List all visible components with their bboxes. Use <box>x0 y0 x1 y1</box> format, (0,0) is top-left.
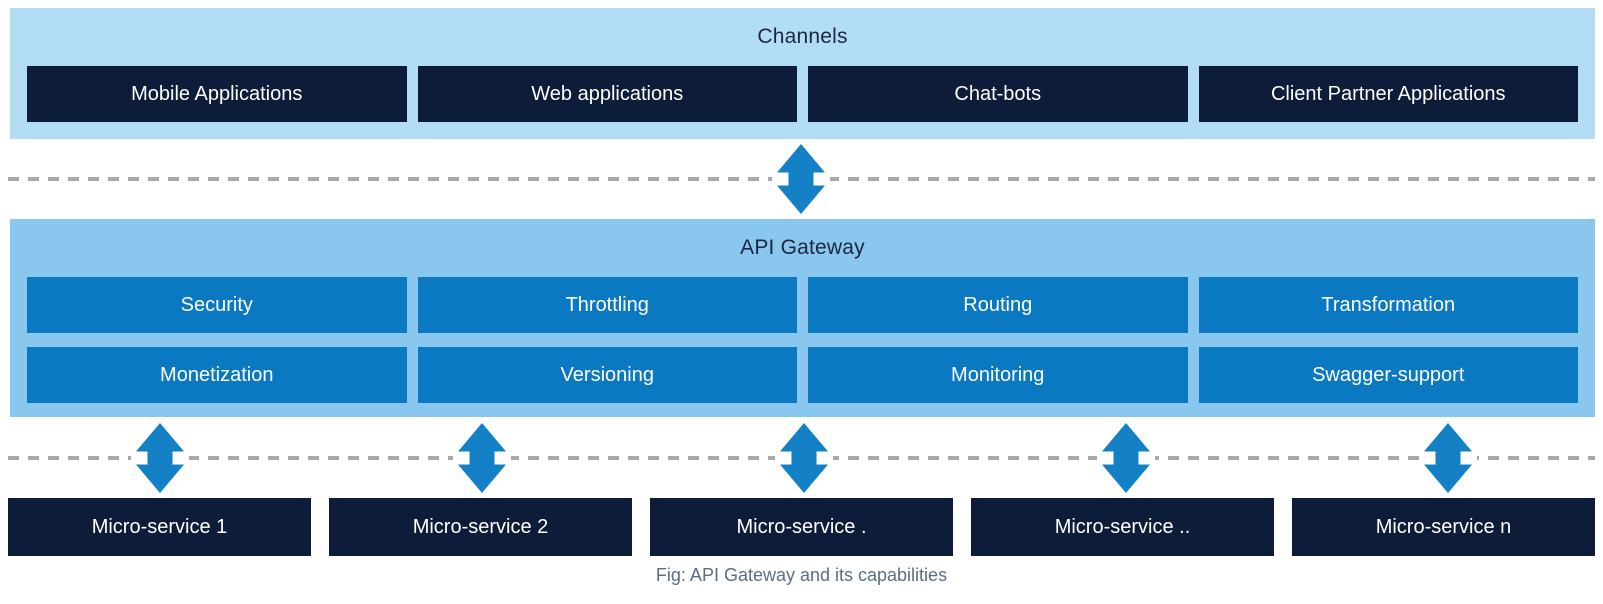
capability-box-swagger-support: Swagger-support <box>1198 347 1578 403</box>
capability-box-routing: Routing <box>808 277 1188 333</box>
up-down-arrow-icon <box>775 423 833 493</box>
channel-box-chat-bots: Chat-bots <box>808 66 1188 122</box>
api-gateway-panel: API Gateway Security Throttling Routing … <box>10 219 1595 417</box>
microservice-box-n: Micro-service n <box>1292 498 1595 556</box>
capability-box-versioning: Versioning <box>417 347 797 403</box>
channels-title: Channels <box>757 25 848 48</box>
channels-panel: Channels Mobile Applications Web applica… <box>10 8 1595 139</box>
microservice-box-2: Micro-service 2 <box>329 498 632 556</box>
channel-box-client-partner-applications: Client Partner Applications <box>1198 66 1578 122</box>
microservices-row: Micro-service 1 Micro-service 2 Micro-se… <box>8 498 1595 556</box>
up-down-arrow-icon <box>131 423 189 493</box>
channel-box-web-applications: Web applications <box>417 66 797 122</box>
up-down-arrow-icon <box>453 423 511 493</box>
gateway-capability-row-1: Security Throttling Routing Transformati… <box>10 277 1595 333</box>
microservice-box-dotdot: Micro-service .. <box>971 498 1274 556</box>
up-down-arrow-icon <box>1419 423 1477 493</box>
capability-box-transformation: Transformation <box>1198 277 1578 333</box>
up-down-arrow-icon <box>1097 423 1155 493</box>
capability-box-monetization: Monetization <box>27 347 407 403</box>
channel-box-mobile-applications: Mobile Applications <box>27 66 407 122</box>
capability-box-security: Security <box>27 277 407 333</box>
figure-caption: Fig: API Gateway and its capabilities <box>655 565 948 585</box>
capability-box-throttling: Throttling <box>417 277 797 333</box>
gateway-capability-row-2: Monetization Versioning Monitoring Swagg… <box>10 347 1595 403</box>
capability-box-monitoring: Monitoring <box>808 347 1188 403</box>
microservice-box-1: Micro-service 1 <box>8 498 311 556</box>
channels-box-row: Mobile Applications Web applications Cha… <box>10 66 1595 122</box>
api-gateway-title: API Gateway <box>740 236 865 259</box>
microservice-box-dot: Micro-service . <box>650 498 953 556</box>
up-down-arrow-icon <box>772 144 830 214</box>
